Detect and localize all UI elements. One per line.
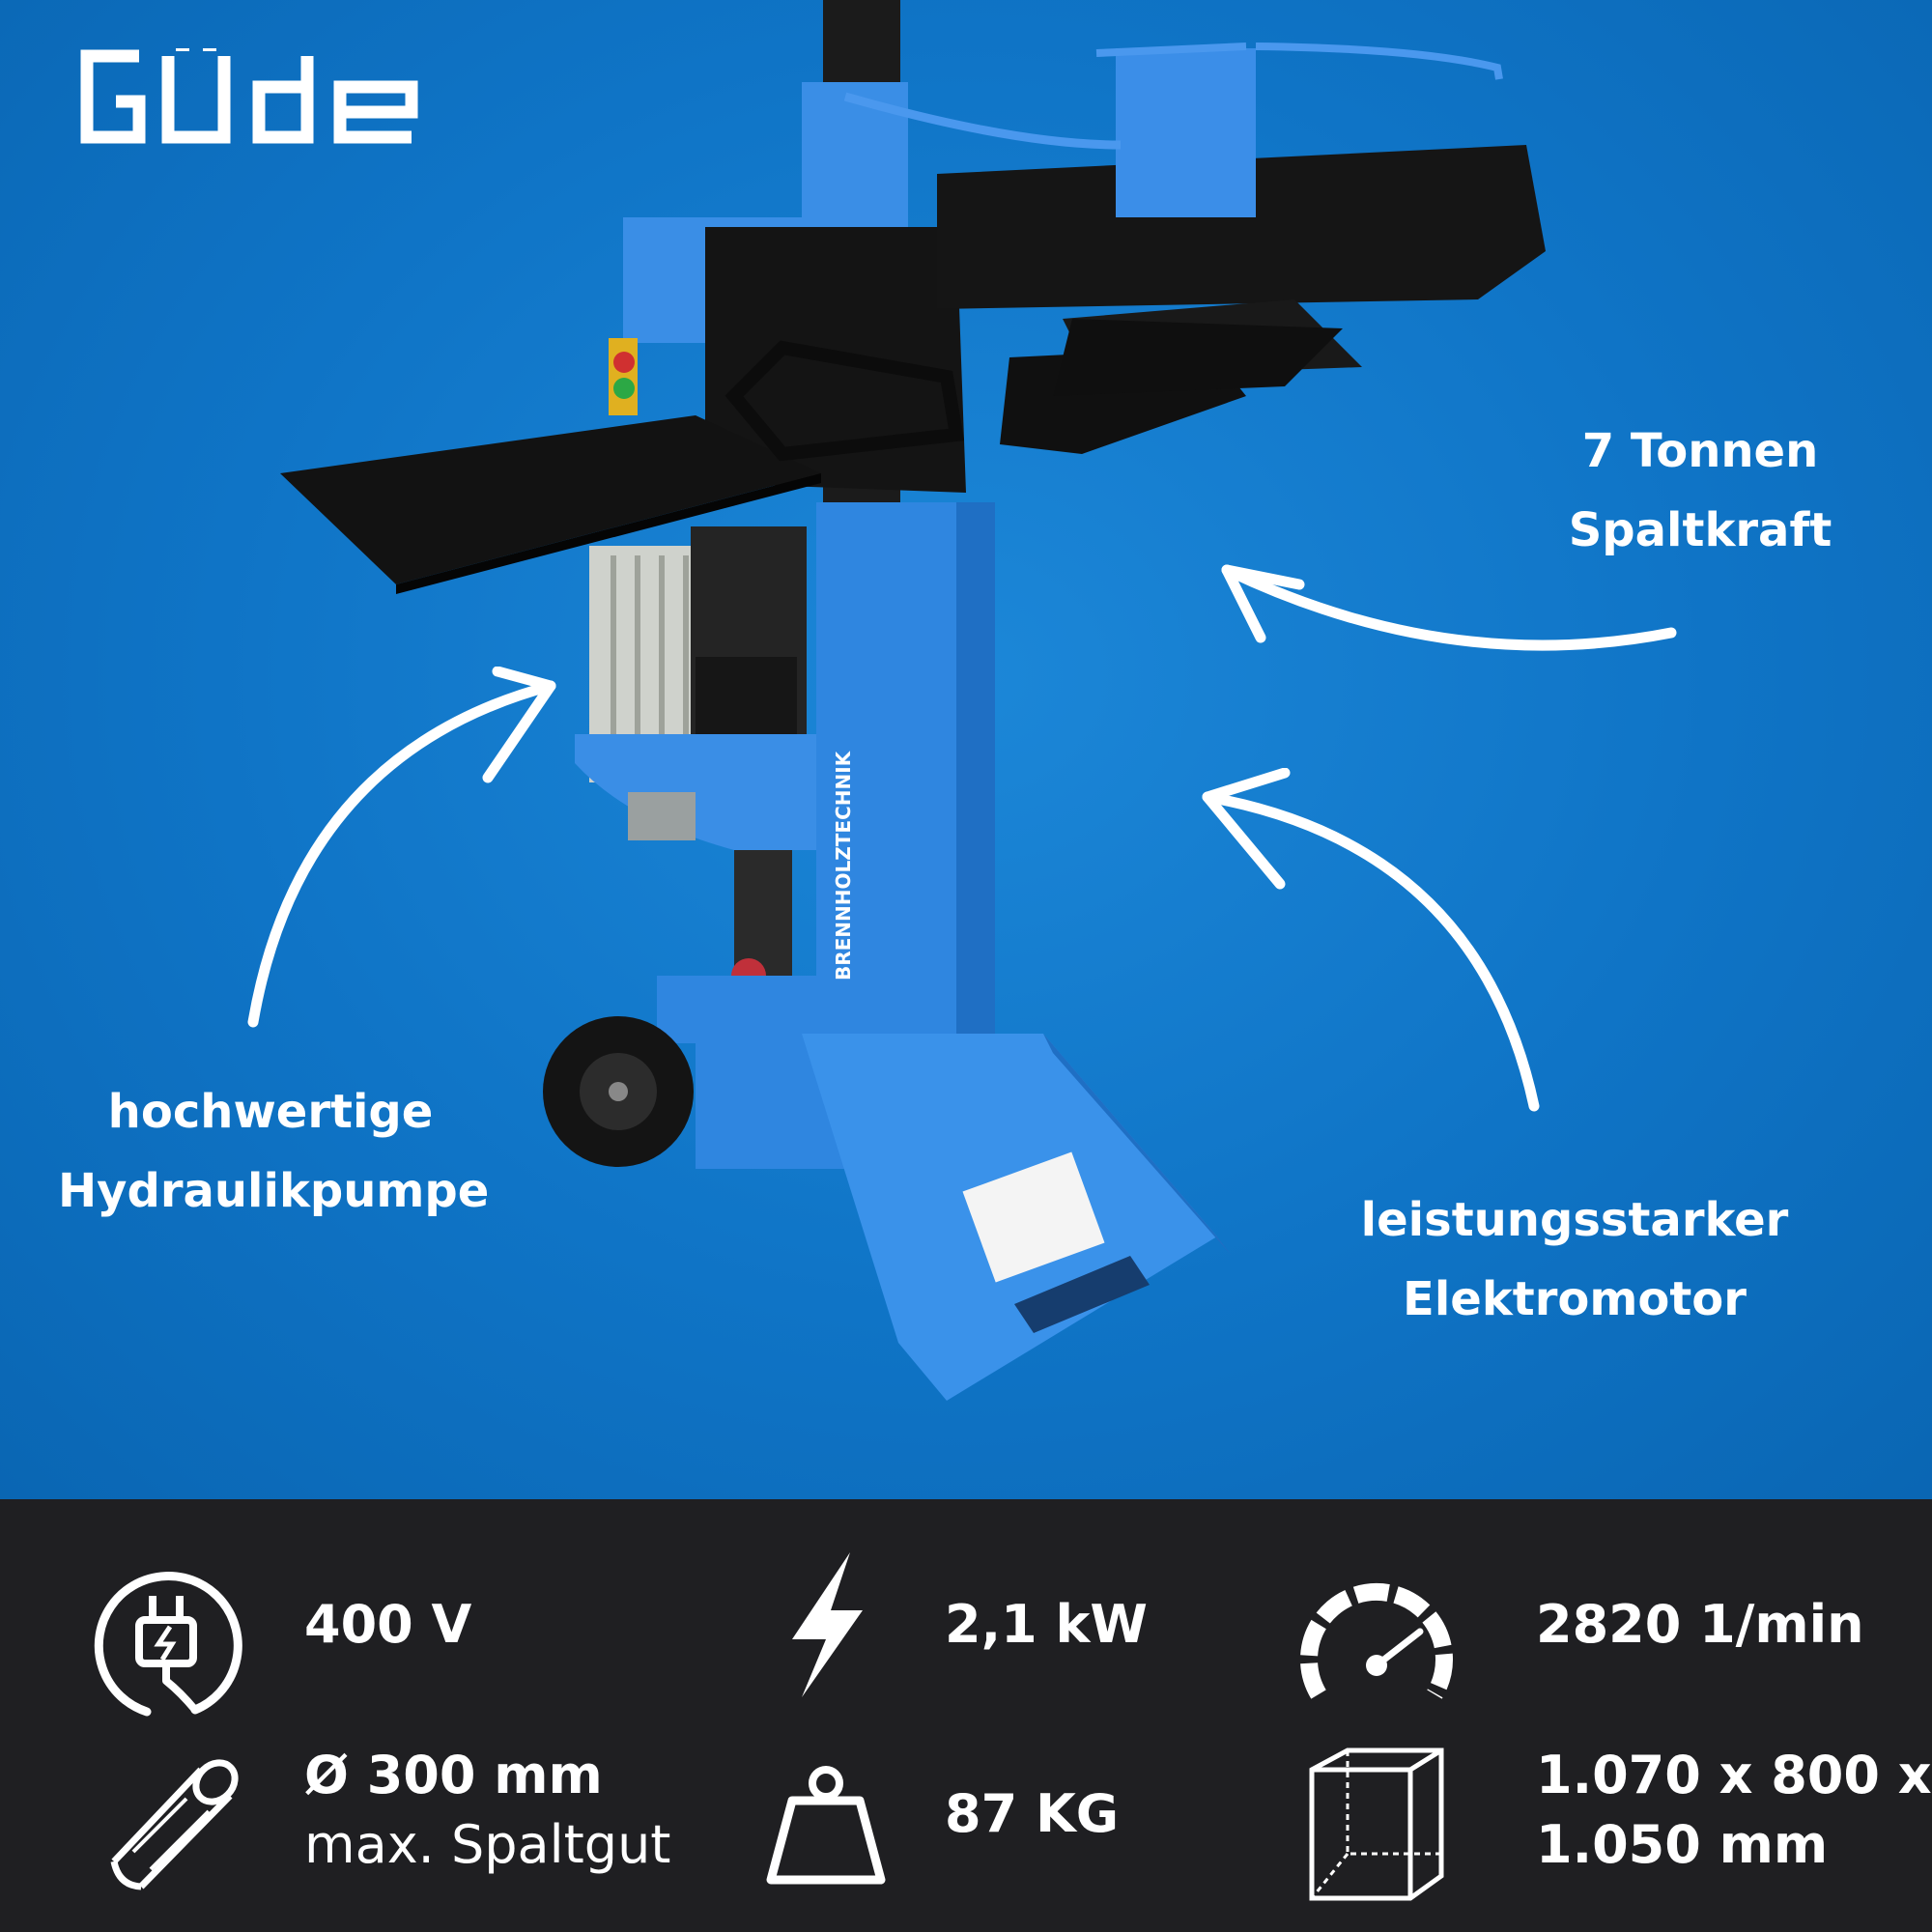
weight-icon bbox=[766, 1766, 886, 1885]
spec-voltage: 400 V bbox=[304, 1594, 472, 1655]
callout-elektromotor: leistungsstarker Elektromotor bbox=[1352, 1180, 1797, 1339]
spec-power: 2,1 kW bbox=[945, 1594, 1148, 1655]
callout-spaltkraft: 7 Tonnen Spaltkraft bbox=[1526, 412, 1874, 570]
callout-hydraulikpumpe-line1: hochwertige bbox=[107, 1085, 434, 1139]
power-plug-icon bbox=[94, 1572, 242, 1717]
callout-hydraulikpumpe: hochwertige Hydraulikpumpe bbox=[58, 1072, 490, 1231]
column-brand-text: BRENNHOLZTECHNIK bbox=[832, 750, 855, 980]
spec-bar: 400 V 2,1 kW 2820 1/min Ø 300 mm max. Sp… bbox=[0, 1499, 1932, 1932]
box-icon bbox=[1309, 1747, 1444, 1901]
callout-elektromotor-line2: Elektromotor bbox=[1403, 1272, 1747, 1326]
spec-diameter-label: max. Spaltgut bbox=[304, 1814, 671, 1875]
callout-spaltkraft-line2: Spaltkraft bbox=[1568, 503, 1833, 557]
spec-diameter-value: Ø 300 mm bbox=[304, 1745, 603, 1805]
spec-dimensions-line1: 1.070 x 800 x bbox=[1536, 1745, 1932, 1805]
spec-speed: 2820 1/min bbox=[1536, 1594, 1864, 1655]
spec-diameter: Ø 300 mm max. Spaltgut bbox=[304, 1741, 670, 1880]
speedometer-icon bbox=[1300, 1583, 1453, 1699]
log-icon bbox=[110, 1759, 239, 1890]
arrow-to-spaltkraft-icon bbox=[1221, 564, 1677, 651]
lightning-icon bbox=[792, 1552, 863, 1697]
log-splitter-image: BRENNHOLZTECHNIK bbox=[280, 0, 1546, 1401]
callout-hydraulikpumpe-line2: Hydraulikpumpe bbox=[58, 1164, 490, 1218]
spec-dimensions: 1.070 x 800 x 1.050 mm bbox=[1536, 1741, 1932, 1880]
arrow-to-motor-icon bbox=[1202, 768, 1540, 1112]
spec-dimensions-line2: 1.050 mm bbox=[1536, 1814, 1829, 1875]
guede-logo bbox=[80, 48, 418, 144]
callout-spaltkraft-line1: 7 Tonnen bbox=[1581, 424, 1819, 478]
spec-weight: 87 KG bbox=[945, 1783, 1120, 1844]
callout-elektromotor-line1: leistungsstarker bbox=[1360, 1193, 1789, 1247]
product-hero: BRENNHOLZTECHNIK 7 Tonnen Spaltkraft hoc… bbox=[0, 0, 1932, 1499]
arrow-to-pump-icon bbox=[247, 667, 556, 1028]
